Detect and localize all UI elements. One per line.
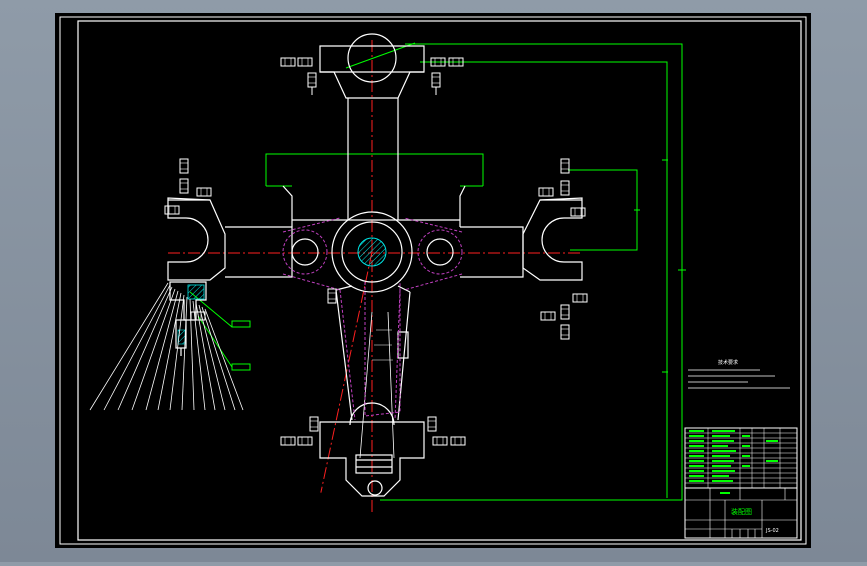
callout-flags <box>231 320 251 371</box>
shaft-section-hatch <box>357 237 387 267</box>
hidden-lines <box>282 217 463 421</box>
balloon-leaders <box>89 282 244 411</box>
parts-list-table: 装配图 JS-02 <box>684 427 798 539</box>
assembly-outline <box>167 33 583 497</box>
detail-hatch <box>187 284 205 300</box>
notes-title: 技术要求 <box>718 359 738 366</box>
inner-border <box>77 20 802 541</box>
drawing-number: JS-02 <box>765 528 779 534</box>
fastener-bolts <box>164 57 588 446</box>
drawing-title: 装配图 <box>731 507 752 516</box>
dimension-lines <box>189 42 686 501</box>
outer-border <box>59 16 807 545</box>
technical-notes: 技术要求 <box>688 359 790 389</box>
